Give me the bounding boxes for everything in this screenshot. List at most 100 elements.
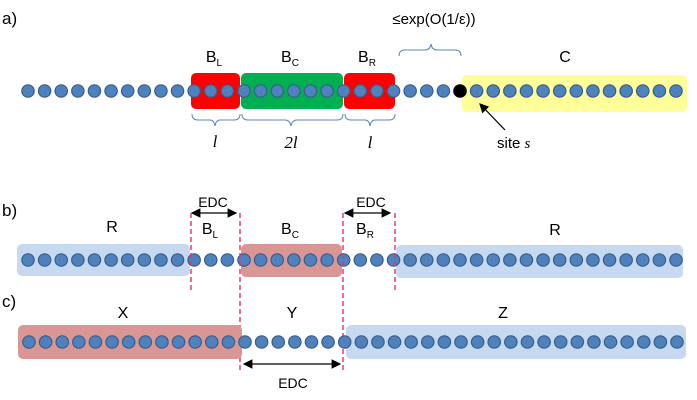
sites-row-c	[22, 335, 684, 349]
lattice-site	[602, 253, 617, 267]
lattice-site	[38, 335, 53, 349]
lattice-site	[203, 253, 218, 267]
lattice-site	[137, 84, 152, 98]
lattice-site	[104, 84, 118, 98]
width-br: l	[368, 133, 373, 152]
lattice-site	[321, 335, 335, 349]
width-bl: l	[213, 132, 218, 151]
distance-label: ≤exp(O(1/ε))	[392, 11, 475, 28]
site-s	[453, 84, 467, 98]
lattice-site	[271, 335, 286, 349]
lattice-site	[620, 335, 634, 349]
lattice-site	[71, 84, 85, 98]
label-c: C	[559, 49, 571, 66]
lattice-site	[570, 335, 585, 349]
lattice-site	[403, 84, 417, 98]
lattice-site	[221, 335, 236, 349]
lattice-site	[586, 84, 600, 98]
lattice-site	[569, 84, 584, 98]
brace-bl	[191, 113, 241, 127]
lattice-site	[21, 253, 35, 267]
lattice-site	[237, 84, 251, 98]
lattice-site	[636, 335, 651, 349]
lattice-site	[170, 84, 185, 98]
lattice-site	[603, 335, 618, 349]
lattice-site	[469, 253, 484, 267]
lattice-site	[120, 253, 135, 267]
lattice-site	[652, 253, 667, 267]
lattice-site	[171, 335, 186, 349]
lattice-site	[303, 84, 318, 98]
edc-right-label: EDC	[356, 194, 386, 210]
label-r-right: R	[549, 222, 561, 239]
lattice-site	[370, 253, 384, 267]
lattice-site	[387, 335, 402, 349]
sites-row-b	[21, 253, 683, 267]
label-r-left: R	[106, 219, 118, 236]
lattice-site	[386, 84, 401, 98]
lattice-site	[303, 253, 318, 267]
lattice-site	[37, 84, 52, 98]
lattice-site	[519, 84, 534, 98]
lattice-site	[552, 253, 567, 267]
region-r-left-box	[17, 244, 190, 276]
lattice-site	[55, 335, 70, 349]
lattice-site	[253, 253, 268, 267]
panel-a-label: a)	[2, 9, 17, 28]
lattice-site	[304, 335, 319, 349]
lattice-site	[487, 335, 502, 349]
lattice-site	[188, 335, 202, 349]
lattice-site	[254, 335, 269, 349]
lattice-site	[553, 335, 568, 349]
lattice-site	[137, 253, 152, 267]
sites-row-a	[21, 84, 683, 98]
lattice-site	[187, 84, 201, 98]
lattice-site	[586, 253, 600, 267]
panel-c-label: c)	[2, 292, 16, 311]
lattice-site	[403, 253, 417, 267]
lattice-site	[87, 84, 102, 98]
lattice-site	[504, 335, 518, 349]
lattice-site	[353, 253, 368, 267]
lattice-site	[619, 253, 633, 267]
lattice-site	[486, 84, 501, 98]
brace-br	[344, 113, 396, 127]
label-bl-b: BL	[202, 221, 219, 241]
lattice-site	[536, 84, 550, 98]
lattice-site	[419, 253, 434, 267]
lattice-site	[121, 335, 136, 349]
lattice-site	[138, 335, 153, 349]
lattice-site	[105, 335, 119, 349]
lattice-site	[120, 84, 135, 98]
lattice-site	[220, 84, 235, 98]
lattice-site	[22, 335, 36, 349]
lattice-site	[669, 253, 683, 267]
lattice-site	[54, 84, 69, 98]
label-bc-b: BC	[281, 221, 299, 241]
lattice-site	[503, 253, 517, 267]
lattice-site	[436, 84, 451, 98]
lattice-site	[669, 84, 683, 98]
lattice-site	[469, 84, 484, 98]
lattice-site	[287, 84, 301, 98]
lattice-site	[270, 84, 285, 98]
lattice-site	[72, 335, 86, 349]
lattice-site	[170, 253, 185, 267]
lattice-site	[336, 84, 351, 98]
lattice-site	[204, 335, 219, 349]
lattice-site	[453, 253, 467, 267]
lattice-site	[419, 84, 434, 98]
lattice-site	[88, 335, 103, 349]
lattice-site	[154, 84, 168, 98]
lattice-site	[569, 253, 584, 267]
lattice-site	[619, 84, 633, 98]
lattice-site	[536, 253, 550, 267]
site-arrow	[479, 103, 506, 131]
lattice-site	[552, 84, 567, 98]
lattice-site	[520, 335, 535, 349]
lattice-site	[288, 335, 302, 349]
site-label: site s	[497, 135, 531, 152]
label-bc: BC	[281, 49, 299, 69]
lattice-site	[602, 84, 617, 98]
lattice-site	[370, 84, 384, 98]
